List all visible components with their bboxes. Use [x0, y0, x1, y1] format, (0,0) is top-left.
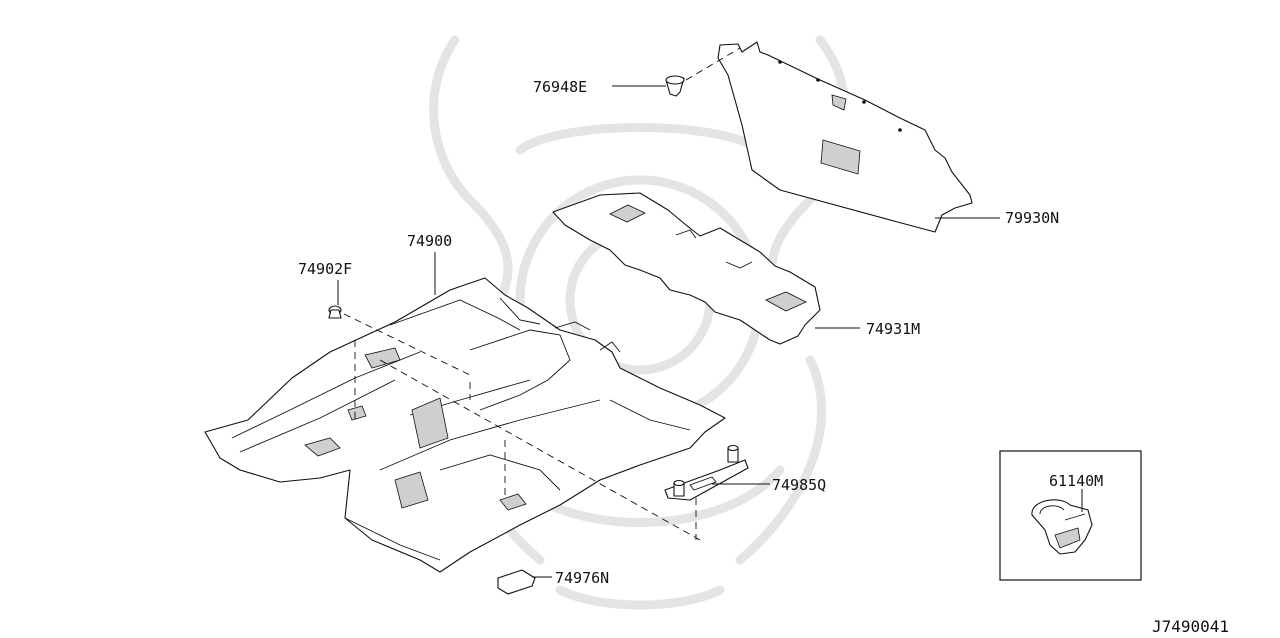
inset-box-61140M[interactable] [999, 450, 1142, 581]
clip-76948E[interactable] [665, 47, 741, 97]
callout-74976N: 74976N [555, 569, 609, 587]
assembly-lines [379, 359, 701, 541]
callout-74900: 74900 [407, 232, 452, 250]
callout-61140M: 61140M [1049, 472, 1103, 490]
bracket-74985Q[interactable] [664, 444, 749, 541]
callout-79930N: 79930N [1005, 209, 1059, 227]
pad-74976N[interactable] [497, 569, 536, 595]
floor-insulator-74931M[interactable] [552, 192, 821, 345]
callout-76948E: 76948E [533, 78, 587, 96]
rear-parcel-trim-79930N[interactable] [717, 41, 973, 233]
callout-74902F: 74902F [298, 260, 352, 278]
callout-74985Q: 74985Q [772, 476, 826, 494]
callout-74931M: 74931M [866, 320, 920, 338]
diagram-id: J7490041 [1152, 617, 1229, 636]
leader-lines [337, 85, 1083, 578]
clip-74902F[interactable] [328, 305, 471, 420]
floor-carpet-74900[interactable] [204, 277, 726, 573]
